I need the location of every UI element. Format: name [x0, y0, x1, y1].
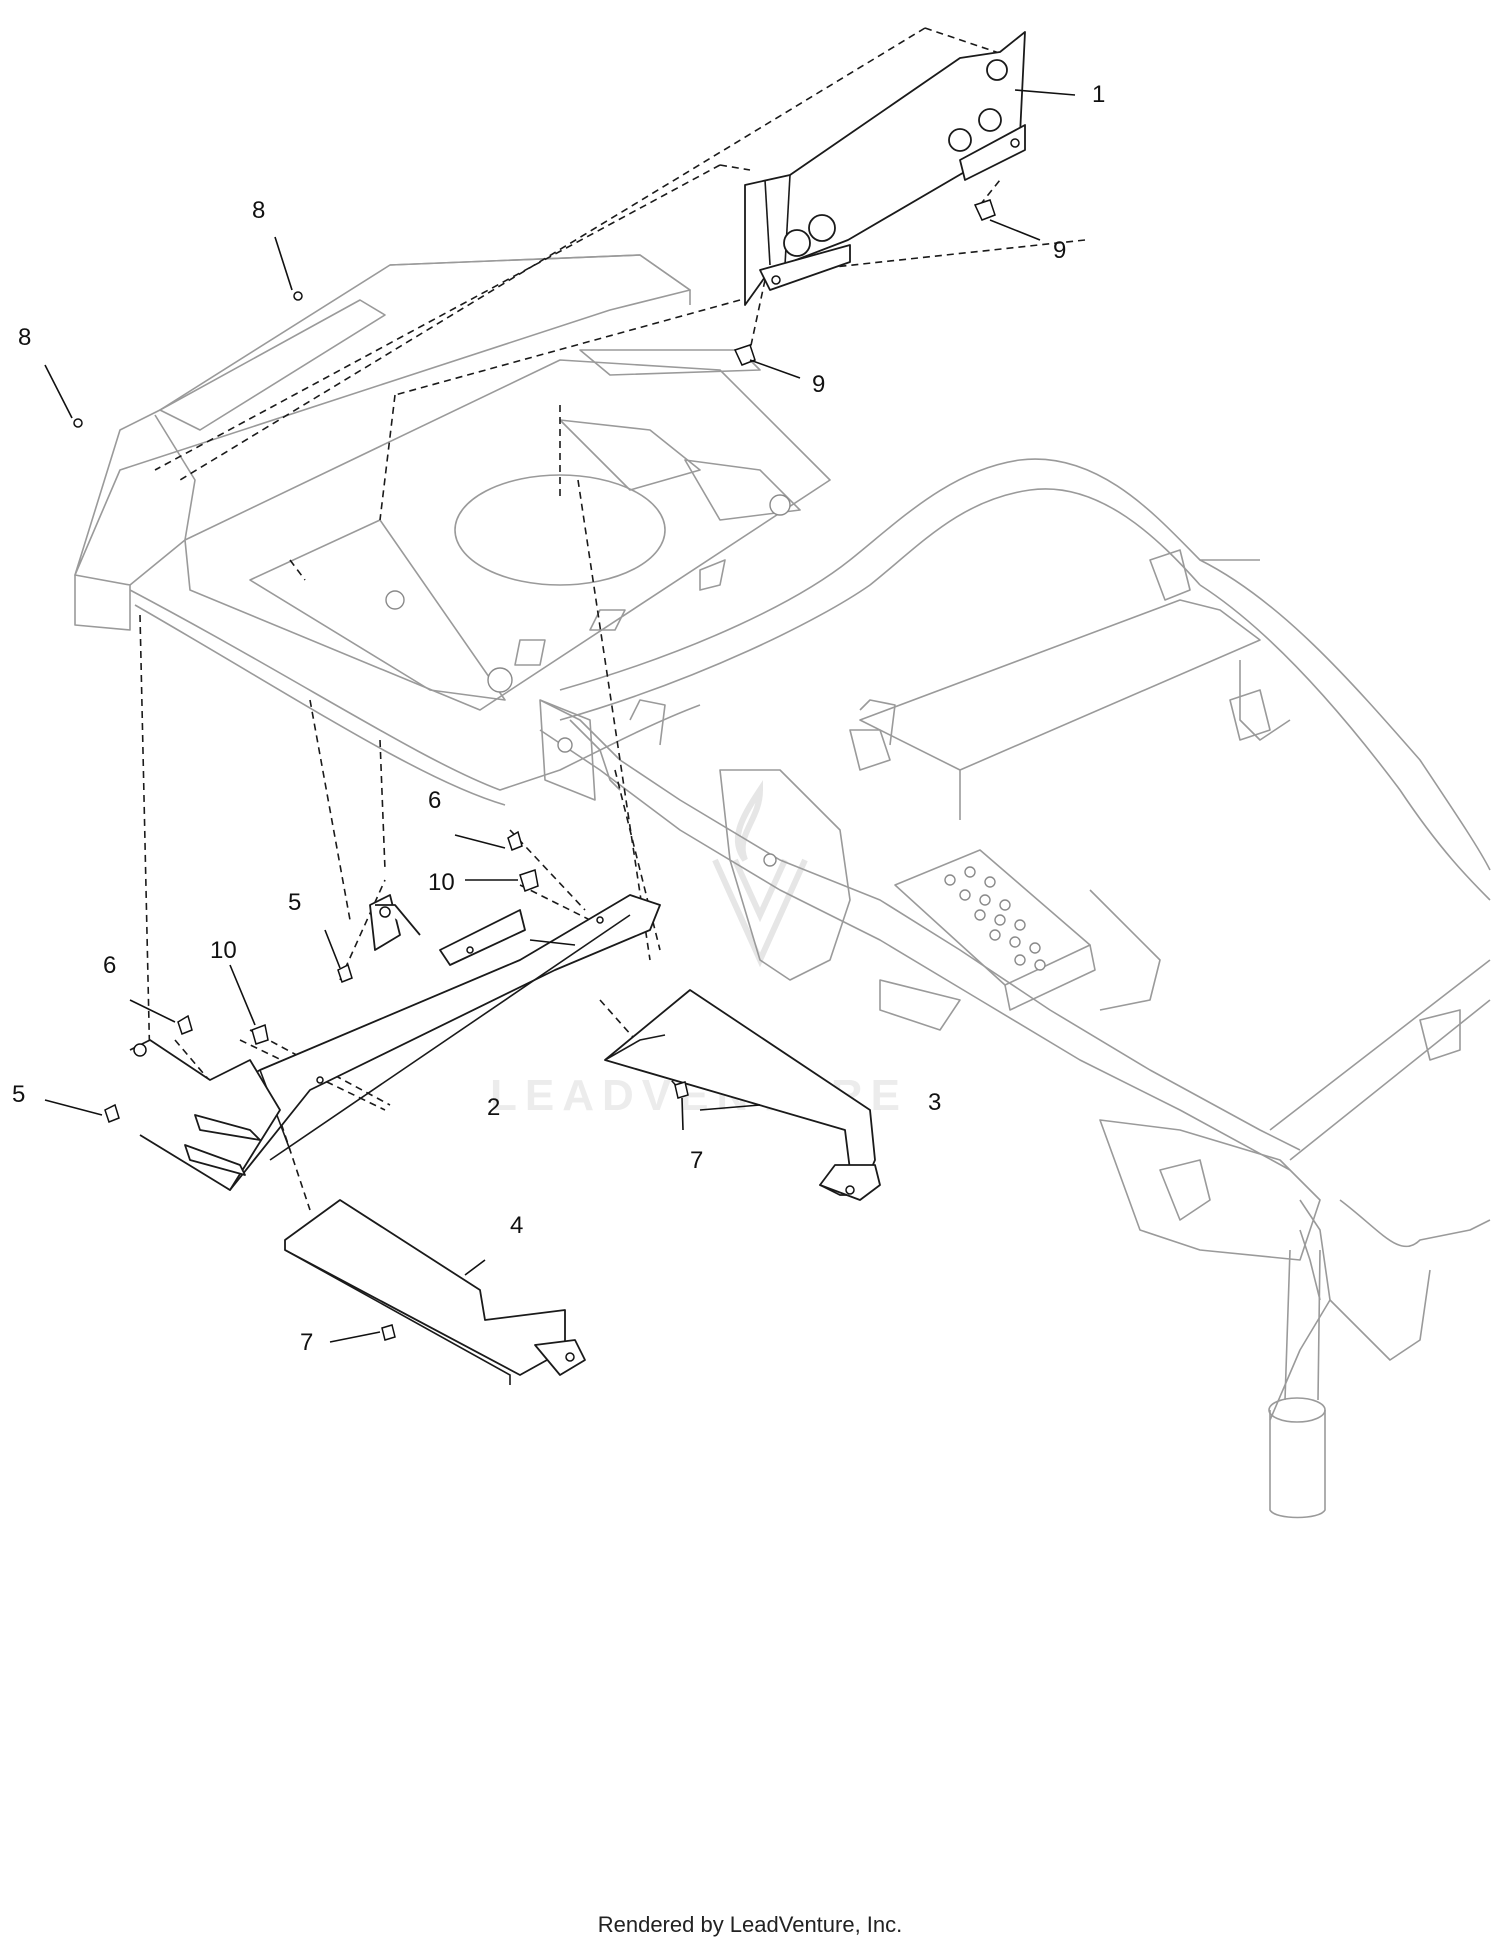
callout-6-upper: 6 [428, 787, 441, 814]
callout-8-left: 8 [18, 324, 31, 351]
mower-frame [74, 254, 1491, 1519]
leader-lines [44, 89, 1076, 1343]
callouts: 1 2 3 4 5 5 6 6 7 7 8 8 9 9 10 10 [12, 81, 1105, 1356]
callout-6-lower: 6 [103, 952, 116, 979]
callout-10-upper: 10 [428, 869, 455, 896]
bolt-10-lower [251, 1023, 269, 1045]
bolt-7-right [674, 1081, 689, 1099]
callout-10-lower: 10 [210, 937, 237, 964]
bolt-5-lower [104, 1103, 120, 1123]
callout-8-top: 8 [252, 197, 265, 224]
callout-4: 4 [510, 1212, 523, 1239]
nut-9-upper [973, 199, 996, 221]
bolt-8-left [73, 418, 83, 428]
part-1-upper-shield [744, 31, 1026, 306]
callout-2: 2 [487, 1094, 500, 1121]
callout-1: 1 [1092, 81, 1105, 108]
bolt-6-lower [177, 1014, 193, 1035]
callout-3: 3 [928, 1089, 941, 1116]
callout-5-upper: 5 [288, 889, 301, 916]
callout-9-upper: 9 [1053, 237, 1066, 264]
part-2-mounting-bracket [129, 894, 661, 1191]
bolt-7-lower [381, 1324, 396, 1341]
bolt-10-upper [519, 869, 539, 892]
callout-7-right: 7 [690, 1147, 703, 1174]
bolt-6-upper [507, 830, 523, 851]
callout-7-lower: 7 [300, 1329, 313, 1356]
assembly-lines [139, 27, 1086, 1211]
part-4-lower-shield [284, 1199, 586, 1385]
callout-9-lower: 9 [812, 371, 825, 398]
bolt-5-upper [337, 963, 353, 983]
hardware [73, 199, 996, 1341]
part-3-right-shield [604, 989, 881, 1201]
callout-5-lower: 5 [12, 1081, 25, 1108]
bolt-8-top [293, 291, 303, 301]
footer-credit: Rendered by LeadVenture, Inc. [597, 1912, 903, 1937]
foot-plate-holes [944, 866, 1046, 971]
